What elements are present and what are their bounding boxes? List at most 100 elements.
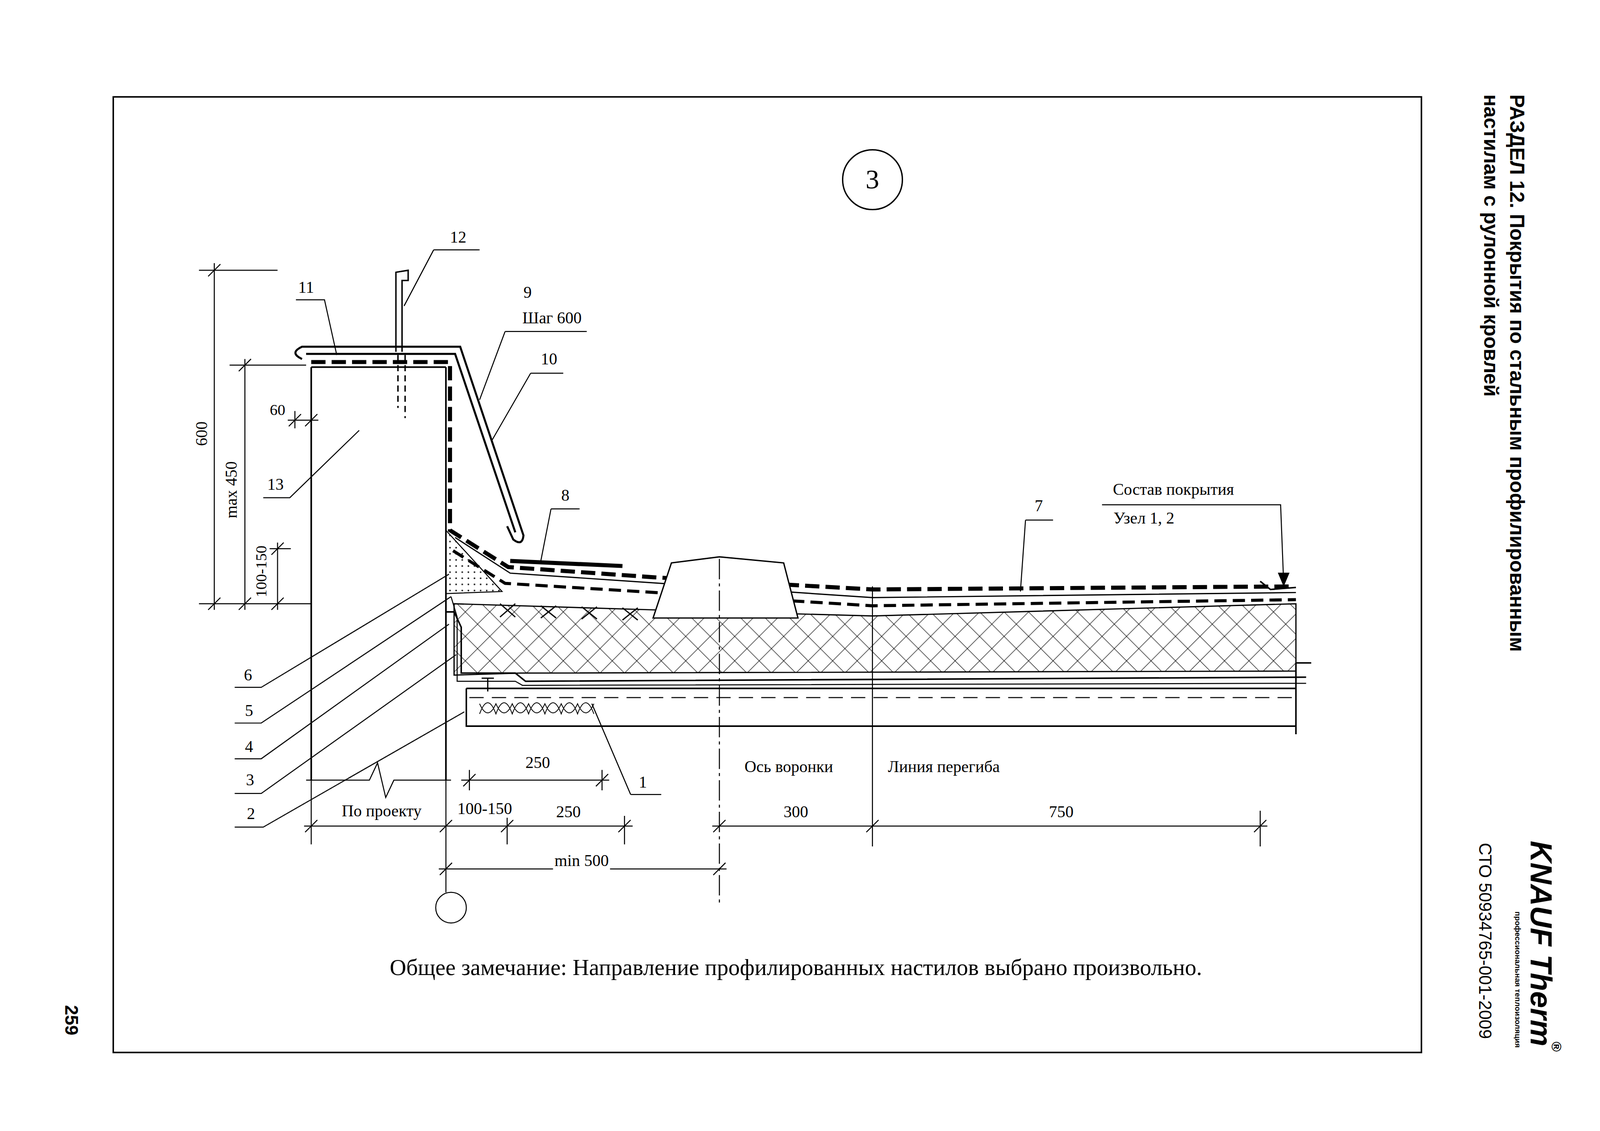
fillet [446,530,503,594]
steel-deck [469,696,1296,698]
callout-number: 4 [243,738,255,756]
flashing [295,346,524,543]
dimension-lines [463,774,609,787]
dimension: 250 [554,803,582,821]
parapet-wall [311,367,446,781]
leader-lines [479,331,588,400]
spacing-note: Шаг 600 [520,309,583,328]
axis-lines [435,892,467,924]
detail-circle: 3 [841,149,904,211]
detail-number: 3 [865,163,880,196]
dimension-lines [713,820,1267,833]
composition-note: Состав покрытия [1111,481,1236,499]
fastening-plate [395,270,409,353]
axis-label: Ось воронки [742,758,835,777]
section-heading: РАЗДЕЛ 12. Покрытия по стальным профилир… [1478,93,1531,744]
dimension-lines [271,542,284,611]
callout-number: 3 [244,772,256,790]
callout-number: 5 [243,702,255,720]
fastening-plate [404,354,406,419]
dimension-lines [267,542,291,611]
fillet [446,530,503,594]
dimension-lines [287,410,319,429]
leader-lines [234,596,452,723]
axis-lines [445,780,447,893]
vapor-barrier [451,596,1307,686]
roof-membrane [1260,581,1296,590]
axis-lines [872,586,873,847]
roof-membrane [452,550,1296,607]
callout-number: 8 [559,487,571,505]
frame [113,96,1422,1053]
insulation [454,603,1297,676]
axis-lines [718,558,720,903]
frame [113,96,1422,1053]
dimension: max 450 [223,459,241,520]
dimension: 60 [268,402,287,419]
drain-funnel [653,556,799,619]
dimension-lines [288,414,318,427]
steel-deck [479,702,595,715]
dimension: 750 [1047,803,1076,821]
leader-lines [234,249,1289,828]
registered-mark: ® [1548,1040,1564,1054]
callout-number: 11 [296,279,316,297]
dimension: По проекту [340,802,423,821]
insulation [499,603,638,621]
roof-membrane [311,362,1296,606]
vapor-barrier [446,612,1307,682]
drain-funnel [653,556,799,619]
dimension-lines [198,263,312,610]
dimension: 300 [782,803,810,821]
callout-number: 2 [245,805,257,823]
dimension-lines [305,820,631,833]
roof-membrane [510,561,623,567]
brand-logo: KNAUF Therm [1525,839,1557,1049]
dimension-lines [198,263,1268,876]
dimension: 100-150 [253,544,270,599]
steel-deck [1295,663,1312,735]
brand-tagline: профессиональная теплоизоляция [1513,909,1522,1050]
callout-number: 9 [522,284,534,302]
page-number: 259 [62,1003,82,1038]
leader-lines [296,299,337,355]
leader-lines [592,703,662,795]
fastening-plate [395,270,409,419]
dimension-lines [304,780,633,845]
leader-lines [491,373,564,441]
dimension-lines [238,358,252,610]
steel-deck [466,663,1311,735]
leader-lines [404,249,480,307]
leader-lines [1020,519,1054,592]
axis-label: Линия перегиба [886,758,1002,777]
parapet-wall [306,367,452,798]
standard-code: СТО 50934765-001-2009 [1475,841,1494,1041]
steel-deck [481,678,494,692]
leader-lines [234,654,457,794]
axis-lines [435,558,873,923]
composition-note: Узел 1, 2 [1111,509,1176,528]
leader-lines [1278,573,1289,586]
callout-number: 7 [1033,497,1045,515]
callout-number: 10 [539,350,559,369]
flashing [306,353,516,533]
dimension: 600 [193,420,211,448]
parapet-wall [306,763,452,798]
callout-number: 6 [242,666,254,685]
dimension: min 500 [553,852,611,870]
leader-lines [540,509,580,562]
insulation [454,603,1297,676]
dimension-lines [461,769,609,791]
callout-number: 1 [637,774,649,792]
dimension: 250 [524,754,552,773]
leader-lines [234,711,465,828]
callout-number: 12 [448,228,468,247]
steel-deck [466,688,1296,727]
callout-number: 13 [265,476,286,494]
general-note: Общее замечание: Направление профилирова… [388,955,1204,980]
leader-lines [1101,504,1284,584]
dimension: 100-150 [456,800,514,818]
vapor-barrier [446,596,1307,686]
flashing [295,346,524,543]
